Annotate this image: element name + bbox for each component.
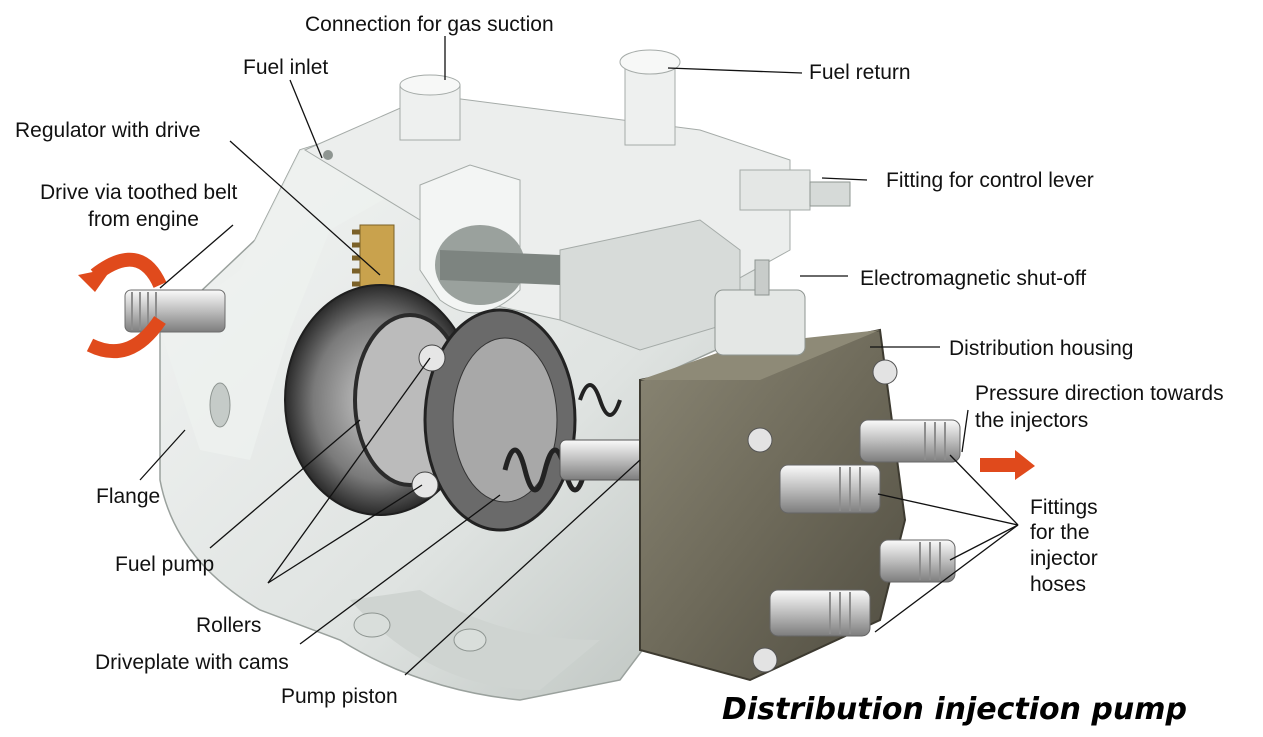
label-fuel-inlet: Fuel inlet — [243, 56, 329, 79]
drive-shaft — [124, 289, 226, 333]
label-fittings-line1: Fittings — [1030, 496, 1098, 519]
label-shut-off: Electromagnetic shut-off — [860, 267, 1087, 290]
label-flange: Flange — [96, 485, 161, 508]
cam-rotor — [284, 284, 577, 532]
label-fittings-line4: hoses — [1030, 573, 1087, 596]
label-driveplate: Driveplate with cams — [95, 651, 289, 674]
label-fittings-line3: injector — [1030, 547, 1098, 570]
label-control-lever: Fitting for control lever — [886, 169, 1094, 192]
label-pressure-line1: Pressure direction towards — [975, 382, 1224, 405]
label-distribution-housing: Distribution housing — [949, 337, 1134, 360]
label-gas-suction: Connection for gas suction — [305, 13, 554, 36]
label-fuel-pump: Fuel pump — [115, 553, 215, 576]
label-pump-piston: Pump piston — [281, 685, 398, 708]
label-pressure-line2: the injectors — [975, 409, 1089, 432]
injector-fittings — [769, 419, 961, 637]
pressure-arrow — [980, 450, 1035, 480]
leader-lines — [139, 36, 1019, 676]
label-drive-line1: Drive via toothed belt — [40, 181, 238, 204]
pump-top-block — [303, 49, 851, 351]
rotation-arrow — [78, 252, 167, 359]
label-regulator: Regulator with drive — [15, 119, 201, 142]
diagram-title: Distribution injection pump — [722, 692, 1187, 727]
label-fuel-return: Fuel return — [809, 61, 911, 84]
label-rollers: Rollers — [196, 614, 262, 637]
label-fittings-line2: for the — [1030, 521, 1090, 544]
label-drive-line2: from engine — [88, 208, 199, 231]
